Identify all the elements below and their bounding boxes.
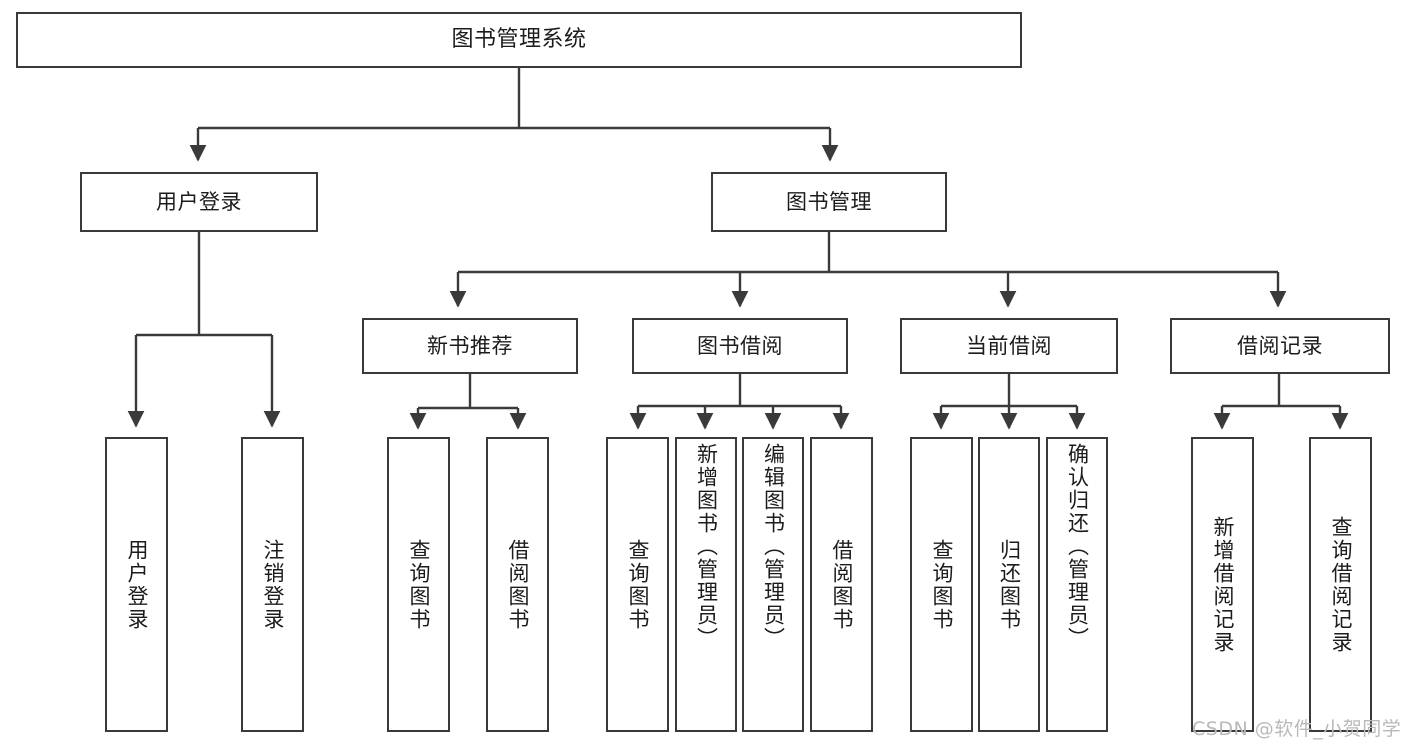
node-label: 新增图书（管理员）	[694, 443, 719, 650]
node-label: 图书借阅	[697, 333, 783, 358]
leaf-query-book-current[interactable]: 查询图书	[910, 437, 973, 732]
node-label: 查询借阅记录	[1329, 515, 1353, 654]
node-book-management[interactable]: 图书管理	[711, 172, 947, 232]
node-label: 新书推荐	[427, 333, 513, 358]
leaf-return-book[interactable]: 归还图书	[978, 437, 1040, 732]
node-root-book-management-system[interactable]: 图书管理系统	[16, 12, 1022, 68]
leaf-add-book-admin[interactable]: 新增图书（管理员）	[675, 437, 737, 732]
node-label: 确认归还（管理员）	[1065, 443, 1090, 650]
node-label: 借阅图书	[506, 538, 530, 631]
node-label: 图书管理	[786, 189, 872, 214]
node-label: 用户登录	[125, 538, 149, 631]
leaf-user-logout[interactable]: 注销登录	[241, 437, 304, 732]
leaf-confirm-return-admin[interactable]: 确认归还（管理员）	[1046, 437, 1108, 732]
node-current-borrow[interactable]: 当前借阅	[900, 318, 1118, 374]
node-label: 查询图书	[626, 538, 650, 631]
node-label: 图书管理系统	[451, 27, 587, 53]
leaf-query-borrow-record[interactable]: 查询借阅记录	[1309, 437, 1372, 732]
node-label: 用户登录	[156, 189, 242, 214]
leaf-borrow-book-recommend[interactable]: 借阅图书	[486, 437, 549, 732]
node-label: 注销登录	[261, 538, 285, 631]
node-label: 当前借阅	[966, 333, 1052, 358]
node-label: 编辑图书（管理员）	[761, 443, 786, 650]
node-label: 借阅记录	[1237, 333, 1323, 358]
leaf-edit-book-admin[interactable]: 编辑图书（管理员）	[742, 437, 804, 732]
leaf-user-login[interactable]: 用户登录	[105, 437, 168, 732]
node-book-borrow[interactable]: 图书借阅	[632, 318, 848, 374]
node-label: 借阅图书	[830, 538, 854, 631]
node-new-book-recommend[interactable]: 新书推荐	[362, 318, 578, 374]
leaf-add-borrow-record[interactable]: 新增借阅记录	[1191, 437, 1254, 732]
node-borrow-record[interactable]: 借阅记录	[1170, 318, 1390, 374]
node-label: 新增借阅记录	[1211, 515, 1235, 654]
csdn-watermark: CSDN @软件_小贺同学	[1192, 718, 1402, 740]
node-label: 查询图书	[930, 538, 954, 631]
leaf-query-book-recommend[interactable]: 查询图书	[387, 437, 450, 732]
node-label: 查询图书	[407, 538, 431, 631]
node-label: 归还图书	[997, 538, 1022, 631]
node-user-login[interactable]: 用户登录	[80, 172, 318, 232]
leaf-borrow-book-borrow[interactable]: 借阅图书	[810, 437, 873, 732]
leaf-query-book-borrow[interactable]: 查询图书	[606, 437, 669, 732]
